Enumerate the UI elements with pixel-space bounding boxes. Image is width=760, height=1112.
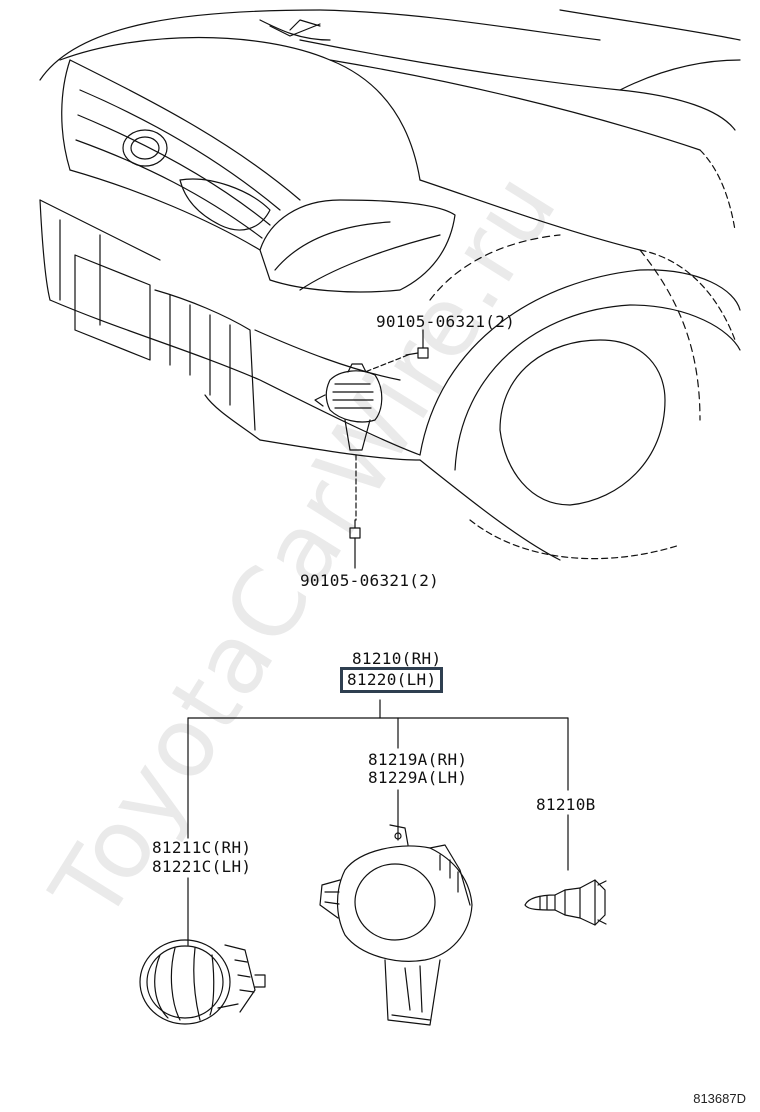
callout-bracket-lh[interactable]: 81229A(LH) xyxy=(368,768,468,787)
highlighted-part-box[interactable]: 81220(LH) xyxy=(340,667,444,693)
callout-tree-lines xyxy=(187,699,569,946)
installed-fog-lamp-illustration xyxy=(314,363,383,451)
figure-id: 813687D xyxy=(693,1091,746,1106)
bracket-illustration xyxy=(319,824,473,1026)
callout-lens-lh[interactable]: 81221C(LH) xyxy=(152,857,252,876)
callout-bolt-top[interactable]: 90105-06321(2) xyxy=(376,312,516,331)
callout-assembly-lh[interactable]: 81220(LH) xyxy=(347,670,437,689)
callout-bulb[interactable]: 81210B xyxy=(536,795,596,814)
bolt-bottom-illustration xyxy=(349,454,361,569)
callout-bracket-rh[interactable]: 81219A(RH) xyxy=(368,750,468,769)
callout-lens-rh[interactable]: 81211C(RH) xyxy=(152,838,252,857)
callout-assembly-rh[interactable]: 81210(RH) xyxy=(352,649,442,668)
callout-bolt-bottom[interactable]: 90105-06321(2) xyxy=(300,571,440,590)
car-body-illustration xyxy=(39,9,741,561)
lens-illustration xyxy=(139,939,266,1025)
bulb-illustration xyxy=(524,879,607,926)
bolt-top-illustration xyxy=(364,329,429,373)
